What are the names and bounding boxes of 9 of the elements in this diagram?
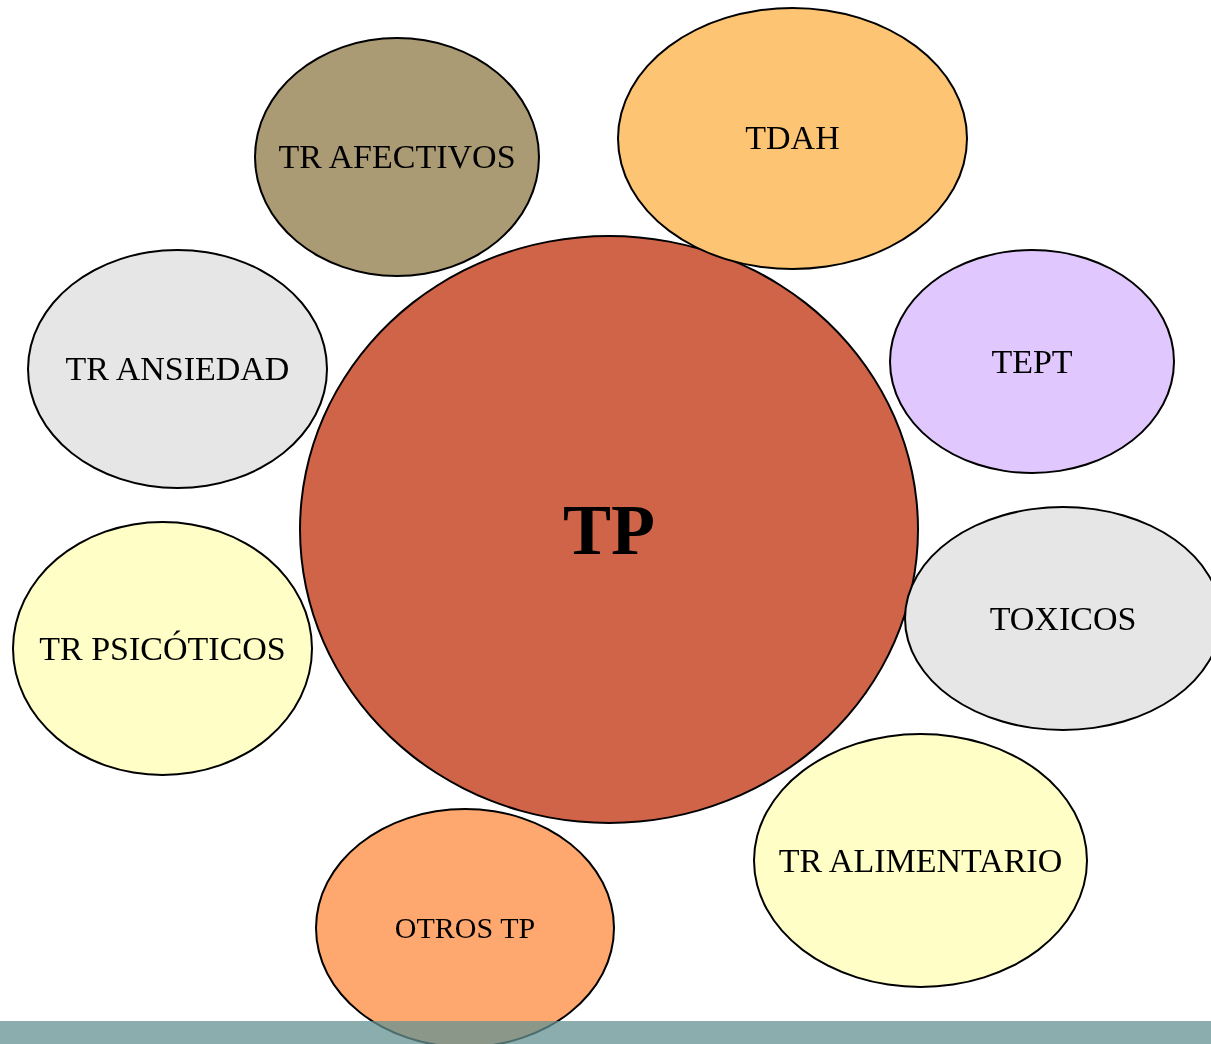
node-label: TP (563, 493, 655, 566)
node-label: TR AFECTIVOS (278, 140, 516, 174)
node-label: TR ALIMENTARIO (778, 843, 1063, 878)
node-label: TR PSICÓTICOS (39, 631, 286, 666)
node-label: TDAH (745, 120, 840, 155)
node-label: TR ANSIEDAD (65, 352, 290, 386)
node-label: TEPT (991, 344, 1073, 379)
node-label: OTROS TP (394, 913, 536, 943)
node-label: TOXICOS (989, 601, 1137, 636)
